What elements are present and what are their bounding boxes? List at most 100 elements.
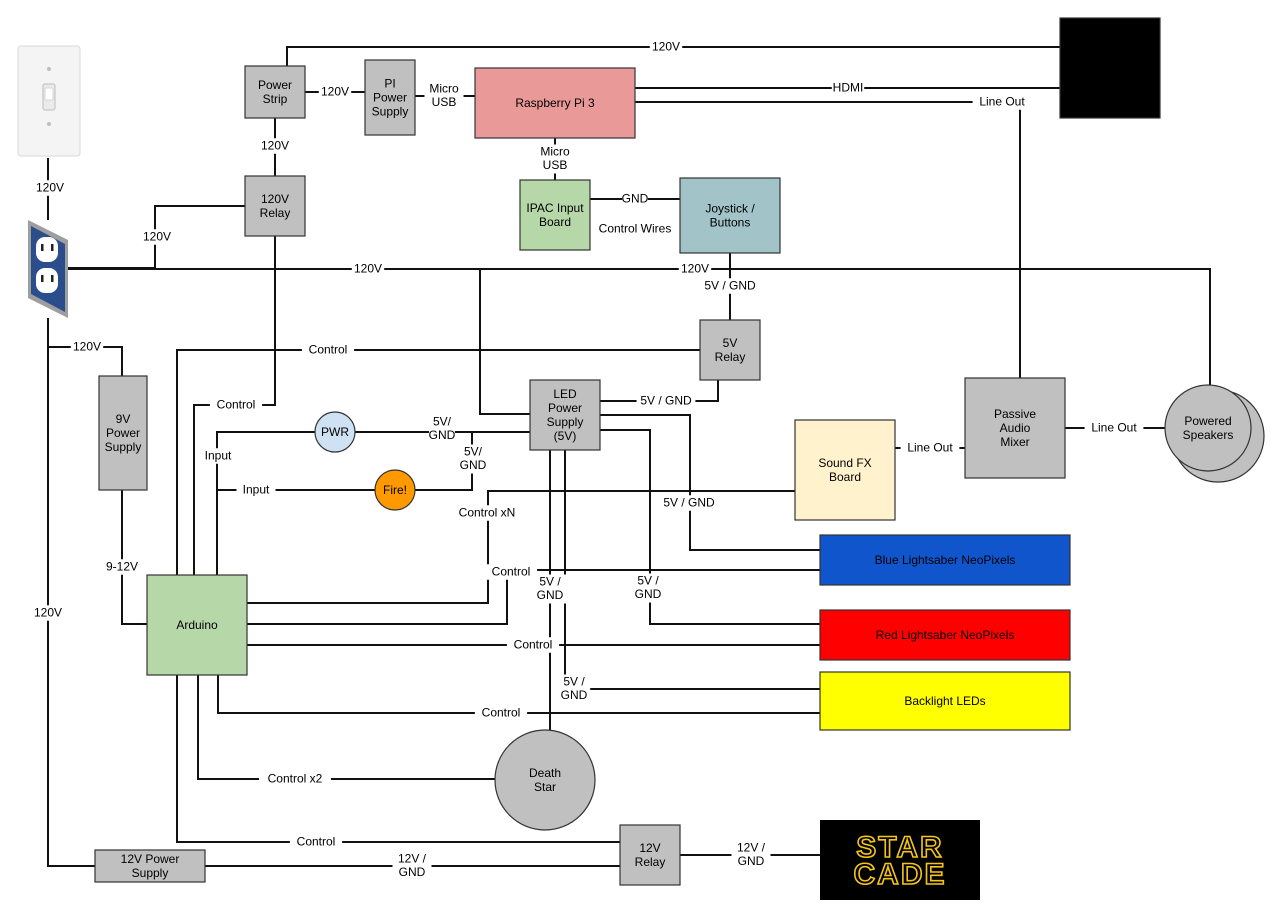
wire-label-text: GND [460,458,487,472]
wire-label-background [535,144,575,174]
wire-label-text: 120V [73,339,101,353]
wire-label-background [506,637,560,653]
led-power-supply-label: Supply [547,415,584,429]
wire-label-text: GND [537,588,564,602]
switch-screw-top [47,67,51,71]
wire-outlet-120v-bottom [47,318,95,867]
wire-label-fire-5v: 5V/GND [460,444,487,474]
wire-label-text: 5V / [563,675,585,689]
wire-backlight-control [217,675,820,714]
wire-label-backlight-control: Control [474,705,528,721]
wire-label-top-120v: 120V [649,39,683,55]
wire-label-text: 120V [681,261,709,275]
backlight-leds-shape [819,671,1071,731]
wire-label-text: Micro [429,82,459,96]
red-neopixels-shape [819,609,1071,661]
wire-label-background [972,94,1032,110]
wire-label-background [198,448,238,464]
power-supply-12v-label: 12V Power [121,852,180,866]
sound-fx-shape [794,419,896,521]
wire-led-5v-blue [600,414,820,551]
wire-label-background [258,138,292,154]
wire-label-background [1084,420,1144,436]
wire-label-outlet-to-9v: 120V [70,339,104,355]
sound-fx-label: Sound FX [818,456,871,470]
wire-label-outlet-to-relay: 120V [140,229,174,245]
wire-label-main-bus: 120V [351,261,385,277]
power-supply-9v-shape [98,375,148,491]
wire-label-text: GND [635,587,662,601]
death-star-label: Death [529,766,561,780]
wire-label-background [318,84,352,100]
wire-label-text: Control [217,397,256,411]
speaker-shape [1164,384,1252,472]
relay-120v-label: 120V [261,192,289,206]
arduino-shape [146,574,248,676]
wire-label-background [636,393,696,409]
joystick-label: Buttons [710,216,751,230]
power-strip-label: Strip [263,92,288,106]
power-strip-label: Power [258,78,292,92]
wire-label-text: GND [738,854,765,868]
wire-label-text: GND [399,865,426,879]
red-neopixels-label: Red Lightsaber NeoPixels [876,628,1015,642]
wire-label-background [31,605,65,621]
wire-label-text: 120V [34,605,62,619]
power-strip-shape [244,65,306,119]
blue-neopixels-label: Blue Lightsaber NeoPixels [875,553,1016,567]
wire-label-background [33,180,67,196]
monitor-shape [1059,17,1161,119]
wire-label-text: Line Out [1091,420,1137,434]
power-supply-12v-shape [94,849,206,883]
wire-label-main-bus-right: 120V [678,261,712,277]
wire-label-background [70,339,104,355]
pi-power-supply-label: Supply [372,105,409,119]
raspberry-pi-label: Raspberry Pi 3 [515,96,595,110]
logo-line-1: STAR [856,831,943,864]
wire-label-background [622,191,648,207]
wire-label-text: Control [482,705,521,719]
wire-label-sfx-line-out: Line Out [900,440,960,456]
led-power-supply-label: LED [553,387,577,401]
wire-label-background [259,771,331,787]
wire-label-text: GND [561,688,588,702]
node-backlight-leds: Backlight LEDs [819,671,1071,731]
wire-death-control [197,675,496,780]
wire-label-background [460,444,486,474]
wire-label-background [659,495,719,511]
starcade-logo: STAR CADE [820,820,980,900]
wire-label-relay12-to-logo: 12V /GND [731,840,771,870]
sound-fx-label: Board [829,470,861,484]
logo-background [820,820,980,900]
wire-label-background [301,342,355,358]
pwr-button-label: PWR [321,425,349,439]
wire-label-text: 12V / [737,841,766,855]
wire-label-background [484,564,538,580]
wire-label-led-5v-backlight: 5V /GND [557,674,591,704]
wire-label-text: Control xN [459,505,516,519]
wire-label-background [392,851,432,881]
wire-label-hdmi: HDMI [831,80,865,96]
node-blue-neopixels: Blue Lightsaber NeoPixels [819,534,1071,586]
wire-label-pi-line-out: Line Out [972,94,1032,110]
wire-label-strip-to-relay: 120V [258,138,292,154]
relay-120v-shape [244,175,306,237]
wire-label-text: Input [243,482,270,496]
wire-label-background [649,39,683,55]
wire-label-text: Control x2 [268,771,323,785]
wire-label-text: 120V [321,84,349,98]
wire-label-ipac-control-wires: Control Wires [589,221,681,237]
wire-blue-control [247,569,820,625]
blue-neopixels-shape [819,534,1071,586]
wire-label-background [236,482,276,498]
wire-label-text: GND [622,191,649,205]
relay-5v-shape [699,319,761,381]
wire-9v-to-arduino [121,490,147,625]
